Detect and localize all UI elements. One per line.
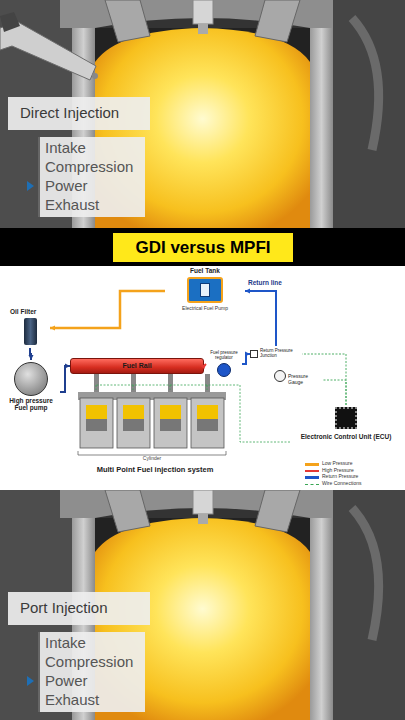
wire-connector (302, 354, 346, 405)
connector-line (60, 366, 70, 392)
connector-line (322, 380, 346, 405)
legend-text: High Pressure (322, 468, 400, 474)
ecu-unit: Electronic Control Unit (ECU) (290, 405, 402, 457)
cylinder-block (80, 398, 113, 448)
legend-swatch (305, 470, 319, 473)
oil-filter: Oil Filter (10, 308, 50, 348)
junction-box (250, 350, 258, 358)
connector-line (30, 348, 31, 360)
connector-line (302, 354, 346, 405)
injector-body (0, 22, 96, 80)
ecu-chip (335, 407, 357, 429)
node-text: Power (45, 672, 145, 689)
cylinder-bracket (78, 451, 226, 455)
legend-swatch (305, 476, 319, 479)
label-box: Direct Injection (8, 97, 150, 130)
injector-stem (94, 374, 99, 392)
direct-injection-cylinder (0, 0, 405, 230)
current-stroke-marker (27, 181, 34, 191)
fuel-injector (0, 12, 98, 80)
return-junction: Return Pressure Junction (250, 346, 302, 362)
pump-icon (200, 283, 210, 297)
injector-stem (205, 374, 210, 392)
connector-line (245, 291, 276, 346)
injector-nozzle (92, 73, 98, 79)
pressure-regulator: Fuel pressure regulator (206, 350, 242, 378)
title-banner: GDI versus MPFI (113, 233, 293, 262)
pipe-connector (60, 364, 70, 393)
combustion-chamber (86, 405, 107, 419)
piston (160, 419, 181, 431)
high-pressure-pump: High pressure Fuel pump (2, 360, 60, 424)
legend-text: Low Pressure (322, 461, 400, 467)
cylinder-block (154, 398, 187, 448)
piston (123, 419, 144, 431)
node-text: Intake (45, 139, 145, 156)
legend-row: Wire Connections (305, 481, 400, 488)
pipe-connector (50, 291, 165, 331)
cylinder-block (117, 398, 150, 448)
injector-stem (131, 374, 136, 392)
node-text: Return Pressure Junction (260, 348, 302, 358)
cylinder-block (191, 398, 224, 448)
diagram-panel (0, 266, 405, 490)
piston (86, 419, 107, 431)
connector-line (204, 364, 206, 366)
legend-line-sample (305, 484, 319, 485)
node-text: Fuel Rail (71, 362, 203, 370)
injector-connector (0, 12, 20, 32)
node-text: Electronic Control Unit (ECU) (290, 433, 402, 440)
title-band (0, 228, 405, 266)
pipe-connector (29, 348, 34, 360)
edge-label: Return line (248, 279, 298, 286)
connector-line (50, 291, 165, 328)
pipe-connector (245, 289, 276, 347)
arrow-head (245, 289, 250, 294)
connector-line (242, 354, 250, 364)
stroke-list-box: IntakeCompressionPowerExhaust (38, 137, 145, 217)
node-text: Power (45, 177, 145, 194)
diagram-label: Multi Point Fuel injection system (55, 466, 255, 475)
wire-connector (322, 380, 346, 405)
injector-stem (168, 374, 173, 392)
node-text: Fuel Tank (165, 267, 245, 274)
port-injection-cylinder (0, 490, 405, 720)
node-text: Compression (45, 158, 145, 175)
piston (197, 419, 218, 431)
pump-body (14, 362, 48, 396)
stroke-list-box: IntakeCompressionPowerExhaust (38, 632, 145, 712)
pressure-gauge: Pressure Gauge (272, 368, 322, 392)
ecu-injector-wires (96, 385, 290, 442)
gauge-dial (274, 370, 286, 382)
arrow-head (50, 326, 55, 331)
node-text: Oil Filter (10, 308, 50, 315)
diagram-label: Cylinder (122, 456, 182, 462)
legend-text: Wire Connections (322, 481, 400, 487)
combustion-chamber (123, 405, 144, 419)
current-stroke-marker (27, 676, 34, 686)
node-text: Exhaust (45, 691, 145, 708)
legend-text: Return Pressure (322, 474, 400, 480)
node-text: Intake (45, 634, 145, 651)
label-box: Port Injection (8, 592, 150, 625)
node-text: Fuel pressure regulator (202, 350, 246, 360)
pipe-connector (242, 352, 250, 365)
node-text: Compression (45, 653, 145, 670)
fuel-rail: Fuel Rail (70, 358, 204, 374)
filter-canister (24, 318, 37, 345)
legend-swatch (305, 463, 319, 466)
node-text: Electrical Fuel Pump (165, 306, 245, 312)
node-text: Exhaust (45, 196, 145, 213)
arrow-head (29, 355, 34, 360)
combustion-chamber (197, 405, 218, 419)
node-text: Port Injection (20, 599, 148, 616)
node-text: Pressure Gauge (288, 374, 322, 386)
regulator-valve (217, 363, 231, 377)
node-text: High pressure Fuel pump (2, 397, 60, 412)
node-text: Direct Injection (20, 104, 148, 121)
combustion-chamber (160, 405, 181, 419)
fuel-tank: Fuel TankElectrical Fuel Pump (165, 267, 245, 315)
